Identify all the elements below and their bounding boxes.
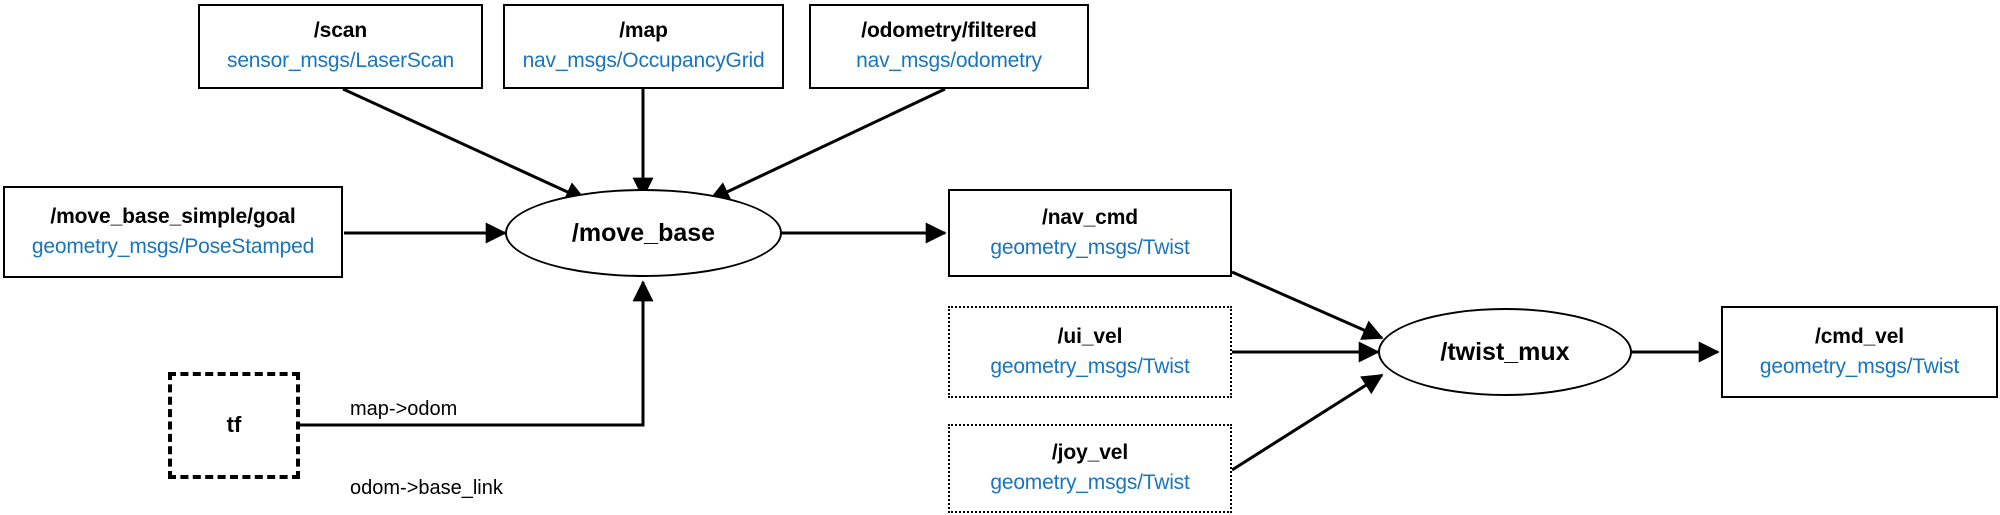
topic-type-ui-vel: geometry_msgs/Twist (990, 354, 1190, 378)
topic-name-move-base-simple-goal: /move_base_simple/goal (50, 204, 296, 228)
topic-type-cmd-vel: geometry_msgs/Twist (1759, 354, 1960, 378)
topic-node-move-base-simple-goal[interactable]: /move_base_simple/goal geometry_msgs/Pos… (3, 186, 343, 278)
node-label-move-base: /move_base (571, 219, 716, 247)
edge-joy-vel-to-twist-mux (1231, 373, 1384, 472)
topic-node-odometry-filtered[interactable]: /odometry/filtered nav_msgs/odometry (809, 4, 1089, 89)
topic-name-nav-cmd: /nav_cmd (1041, 205, 1139, 229)
topic-type-nav-cmd: geometry_msgs/Twist (990, 235, 1190, 259)
edge-scan-to-move-base (342, 87, 587, 202)
topic-node-nav-cmd[interactable]: /nav_cmd geometry_msgs/Twist (948, 189, 1232, 277)
topic-node-joy-vel[interactable]: /joy_vel geometry_msgs/Twist (948, 424, 1232, 513)
edge-nav-cmd-to-twist-mux (1231, 270, 1384, 340)
tf-transform-odom-baselink: odom->base_link (350, 476, 503, 499)
topic-type-map: nav_msgs/OccupancyGrid (522, 49, 765, 72)
node-tf[interactable]: tf (168, 372, 300, 479)
topic-type-odometry-filtered: nav_msgs/odometry (856, 49, 1042, 72)
topic-type-joy-vel: geometry_msgs/Twist (990, 471, 1190, 494)
topic-node-cmd-vel[interactable]: /cmd_vel geometry_msgs/Twist (1721, 306, 1998, 398)
node-move-base[interactable]: /move_base (505, 189, 782, 277)
topic-node-map[interactable]: /map nav_msgs/OccupancyGrid (503, 4, 784, 89)
topic-node-ui-vel[interactable]: /ui_vel geometry_msgs/Twist (948, 306, 1232, 398)
edge-label-tf-transforms: map->odom odom->base_link base_link->las… (350, 343, 558, 515)
topic-type-scan: sensor_msgs/LaserScan (227, 49, 454, 72)
topic-name-scan: /scan (313, 19, 368, 43)
topic-name-odometry-filtered: /odometry/filtered (861, 19, 1037, 43)
topic-name-ui-vel: /ui_vel (1057, 324, 1123, 348)
topic-name-map: /map (619, 19, 668, 43)
topic-type-move-base-simple-goal: geometry_msgs/PoseStamped (31, 234, 315, 258)
tf-transform-map-odom: map->odom (350, 397, 458, 420)
node-label-twist-mux: /twist_mux (1440, 338, 1570, 366)
node-label-tf: tf (226, 412, 242, 438)
topic-node-scan[interactable]: /scan sensor_msgs/LaserScan (198, 4, 483, 89)
edge-odometry-filtered-to-move-base (708, 87, 946, 202)
node-twist-mux[interactable]: /twist_mux (1378, 308, 1632, 396)
topic-name-cmd-vel: /cmd_vel (1814, 324, 1905, 348)
topic-name-joy-vel: /joy_vel (1051, 441, 1129, 465)
